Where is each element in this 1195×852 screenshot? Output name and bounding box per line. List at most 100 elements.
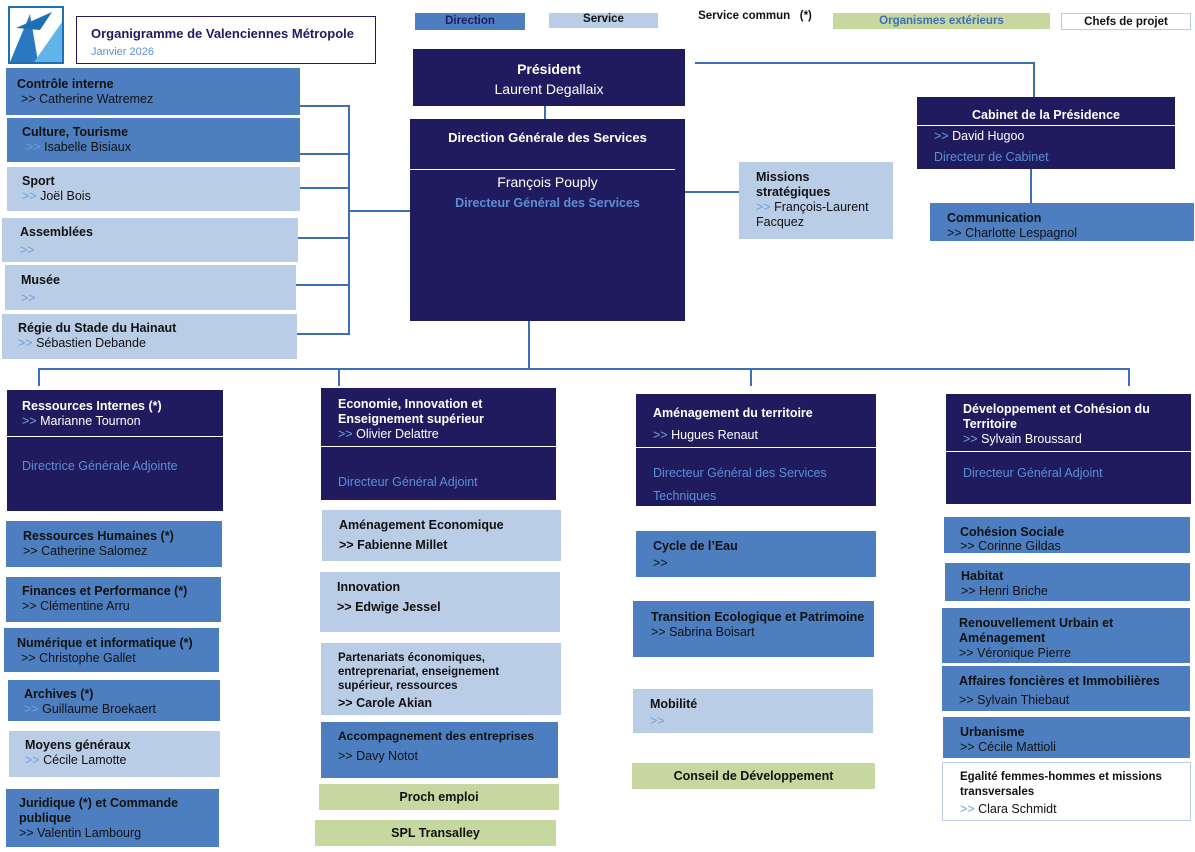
col1-head-box: Ressources Internes (*) >> Marianne Tour… (7, 390, 223, 511)
culture-box: Culture, Tourisme >> Isabelle Bisiaux (7, 118, 300, 162)
col1-juridique-box: Juridique (*) et Commande publique >> Va… (6, 789, 219, 847)
col2-amenagement-eco-box: Aménagement Economique >> Fabienne Mille… (322, 510, 561, 561)
col4-head-role: Directeur Général Adjoint (963, 466, 1103, 480)
col4-egalite-name: Clara Schmidt (978, 802, 1057, 816)
missions-title: Missions stratégiques (756, 170, 831, 199)
connector-line (684, 191, 740, 193)
connector-line (750, 368, 752, 386)
col3-mobilite-box: Mobilité >> (633, 689, 873, 733)
musee-title: Musée (21, 273, 60, 287)
col4-cohesion-name: Corinne Gildas (978, 539, 1061, 553)
col1-rh-title: Ressources Humaines (*) (23, 529, 174, 543)
col4-cohesion-title: Cohésion Sociale (960, 525, 1065, 539)
col4-renouvellement-name: Véronique Pierre (977, 646, 1071, 660)
dgs-title: Direction Générale des Services (448, 130, 647, 145)
sport-name: Joël Bois (40, 189, 91, 203)
col1-moyens-name: Cécile Lamotte (43, 753, 127, 767)
col2-proch-box: Proch emploi (319, 784, 559, 810)
col3-head-name: Hugues Renaut (671, 428, 758, 442)
assemblees-title: Assemblées (20, 225, 93, 239)
col2-accompagnement-box: Accompagnement des entreprises >> Davy N… (321, 722, 558, 778)
col3-head-box: Aménagement du territoire >> Hugues Rena… (636, 394, 876, 506)
col2-amenagement-eco-title: Aménagement Economique (339, 518, 504, 532)
cabinet-box: Cabinet de la Présidence >> David Hugoo … (917, 97, 1175, 169)
connector-line (348, 210, 410, 212)
col3-conseil-box: Conseil de Développement (632, 763, 875, 789)
page-date: Janvier 2026 (91, 46, 154, 58)
cabinet-divider (917, 125, 1175, 126)
connector-line (1128, 368, 1130, 386)
col2-partenariats-title: Partenariats économiques, entreprenariat… (338, 652, 500, 692)
col1-juridique-title: Juridique (*) et Commande publique (19, 796, 179, 825)
assemblees-box: Assemblées >> (2, 218, 298, 262)
col4-urbanisme-box: Urbanisme >> Cécile Mattioli (943, 717, 1190, 758)
culture-name: Isabelle Bisiaux (44, 140, 131, 154)
connector-line (300, 153, 350, 155)
connector-line (695, 62, 1035, 64)
connector-line (338, 368, 340, 386)
col1-rh-box: Ressources Humaines (*) >> Catherine Sal… (6, 521, 222, 567)
regie-box: Régie du Stade du Hainaut >> Sébastien D… (2, 314, 297, 359)
col4-habitat-name: Henri Briche (979, 584, 1048, 598)
col2-partenariats-box: Partenariats économiques, entreprenariat… (321, 643, 561, 715)
col4-affaires-title: Affaires foncières et Immobilières (959, 674, 1160, 688)
missions-box: Missions stratégiques >> François-Lauren… (739, 162, 893, 239)
cabinet-title: Cabinet de la Présidence (972, 108, 1120, 122)
col2-head-divider (321, 446, 556, 447)
cabinet-role: Directeur de Cabinet (934, 150, 1049, 164)
connector-line (544, 105, 546, 119)
col3-eau-box: Cycle de l’Eau >> (636, 531, 876, 577)
musee-box: Musée >> (5, 265, 296, 310)
regie-title: Régie du Stade du Hainaut (18, 321, 177, 335)
legend-service-commun: Service commun (*) (690, 8, 820, 24)
col2-innovation-title: Innovation (337, 580, 401, 594)
connector-line (1030, 168, 1032, 204)
president-box: Président Laurent Degallaix (413, 49, 685, 106)
communication-box: Communication >> Charlotte Lespagnol (930, 203, 1194, 241)
president-name: Laurent Degallaix (494, 81, 604, 97)
col4-renouvellement-title: Renouvellement Urbain et Aménagement (959, 616, 1114, 645)
dgs-role: Directeur Général des Services (455, 196, 640, 210)
col4-cohesion-box: Cohésion Sociale >> Corinne Gildas (944, 517, 1190, 553)
col2-head-role: Directeur Général Adjoint (338, 475, 478, 489)
col4-head-name: Sylvain Broussard (981, 432, 1082, 446)
col1-archives-box: Archives (*) >> Guillaume Broekaert (8, 680, 220, 721)
col3-eau-title: Cycle de l’Eau (653, 539, 738, 553)
col2-amenagement-eco-name: Fabienne Millet (357, 538, 448, 552)
col3-head-title: Aménagement du territoire (653, 406, 813, 420)
page-title: Organigramme de Valenciennes Métropole (91, 26, 354, 41)
col4-head-box: Développement et Cohésion du Territoire … (946, 394, 1191, 504)
col3-head-divider (636, 447, 876, 448)
col2-accompagnement-name: Davy Notot (356, 749, 418, 763)
cabinet-name: David Hugoo (952, 129, 1025, 143)
missions-name: François-Laurent Facquez (756, 200, 869, 229)
col4-renouvellement-box: Renouvellement Urbain et Aménagement >> … (942, 608, 1190, 663)
col1-moyens-box: Moyens généraux >> Cécile Lamotte (9, 731, 220, 777)
legend-star: (*) (799, 10, 812, 22)
connector-line (300, 187, 350, 189)
col1-finances-name: Clémentine Arru (40, 599, 130, 613)
dgs-name: François Pouply (497, 174, 598, 190)
col1-moyens-title: Moyens généraux (25, 738, 131, 752)
communication-title: Communication (947, 211, 1042, 225)
col4-head-divider (946, 451, 1191, 452)
legend-service-commun-label: Service commun (698, 10, 791, 22)
logo (8, 6, 64, 64)
connector-line (38, 368, 1130, 370)
col2-innovation-box: Innovation >> Edwige Jessel (320, 572, 560, 632)
col1-head-title: Ressources Internes (*) (22, 399, 162, 413)
col4-habitat-title: Habitat (961, 569, 1004, 583)
sport-box: Sport >> Joël Bois (7, 167, 300, 211)
regie-name: Sébastien Debande (36, 336, 146, 350)
connector-line (528, 320, 530, 370)
col1-archives-title: Archives (*) (24, 687, 94, 701)
col1-numerique-title: Numérique et informatique (*) (17, 636, 193, 650)
connector-line (297, 333, 350, 335)
col2-head-name: Olivier Delattre (356, 427, 439, 441)
col4-affaires-name: Sylvain Thiebaut (977, 693, 1070, 707)
col1-numerique-name: Christophe Gallet (39, 651, 136, 665)
col3-transition-box: Transition Ecologique et Patrimoine >> S… (633, 601, 874, 657)
connector-line (298, 237, 350, 239)
communication-name: Charlotte Lespagnol (965, 226, 1077, 240)
col4-habitat-box: Habitat >> Henri Briche (945, 563, 1190, 601)
